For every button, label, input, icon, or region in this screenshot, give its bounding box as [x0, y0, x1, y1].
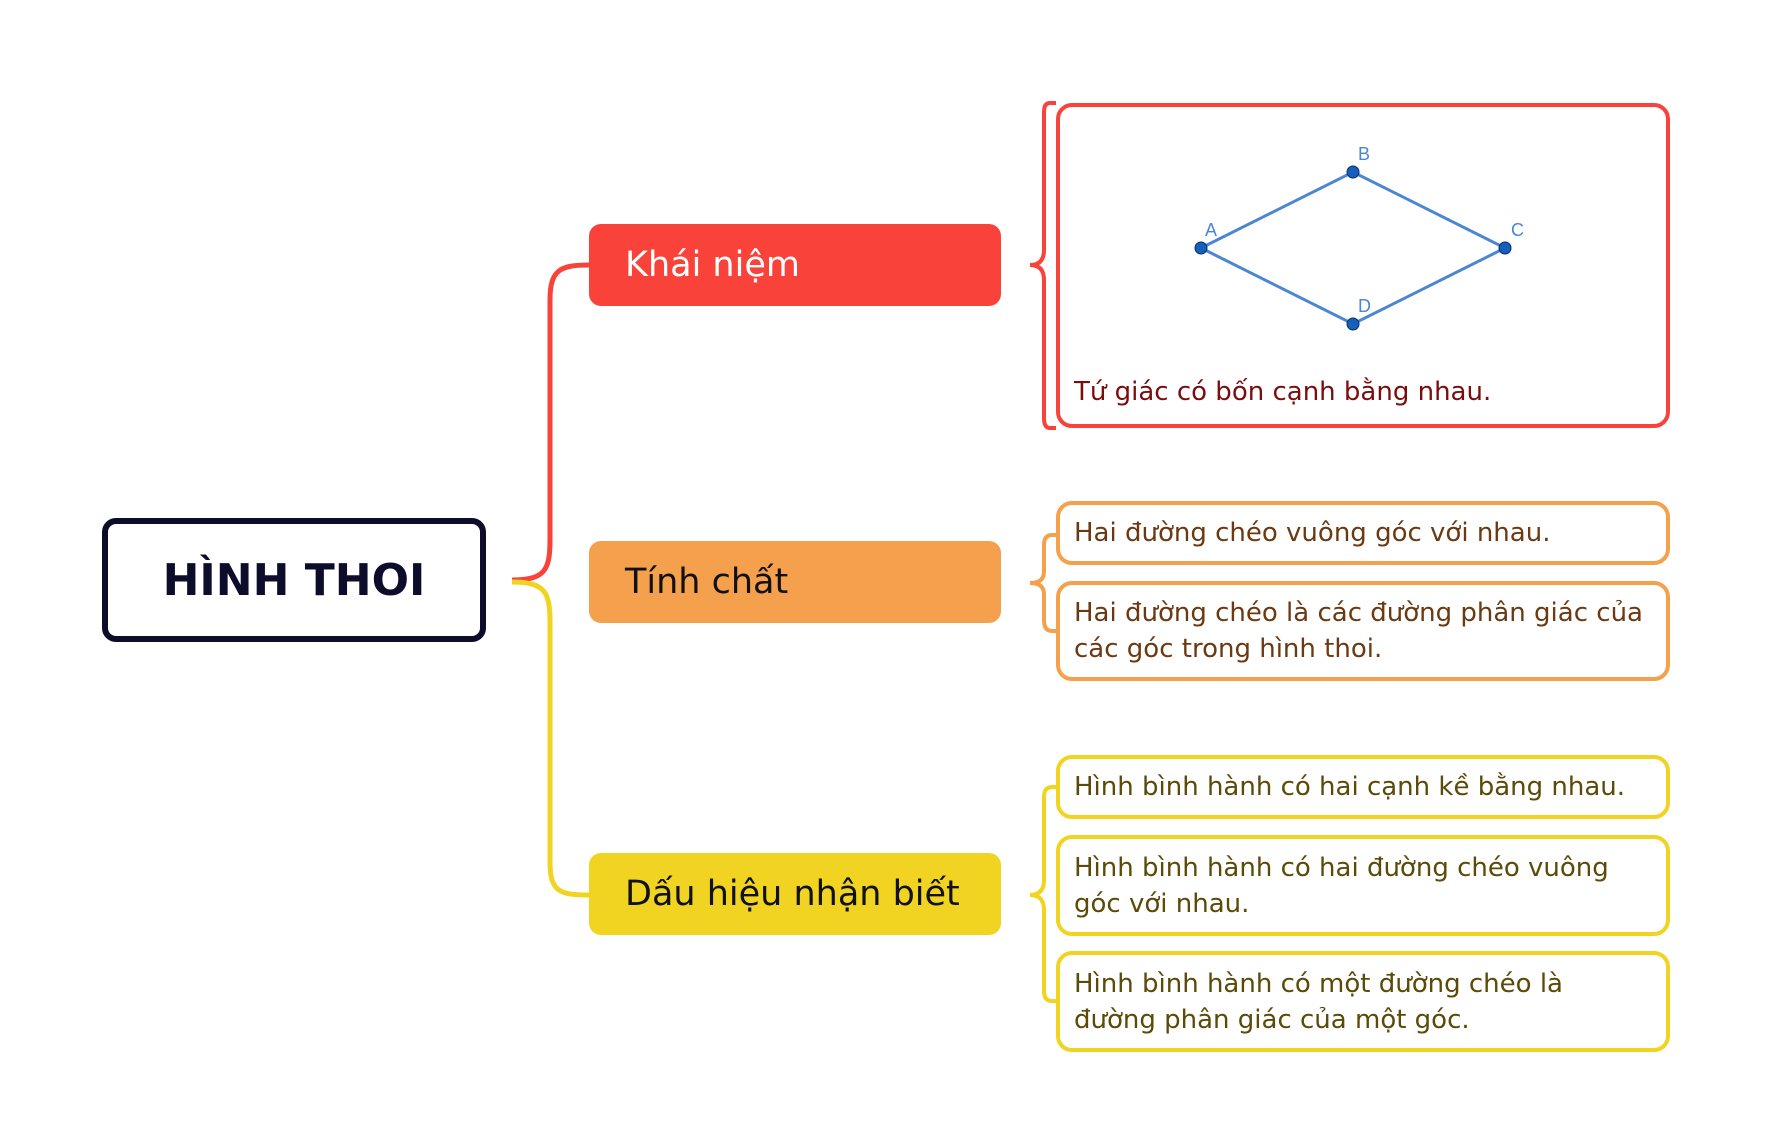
detail-sign-3[interactable]: Hình bình hành có một đường chéo là đườn…: [1056, 951, 1670, 1052]
label-a: A: [1205, 220, 1217, 240]
detail-text: Hình bình hành có hai cạnh kề bằng nhau.: [1074, 772, 1626, 802]
label-d: D: [1358, 296, 1371, 316]
detail-sign-2[interactable]: Hình bình hành có hai đường chéo vuông g…: [1056, 835, 1670, 936]
connector-red: [511, 262, 590, 583]
root-node[interactable]: HÌNH THOI: [102, 518, 486, 642]
point-b: [1346, 165, 1360, 179]
branch-label: Dấu hiệu nhận biết: [625, 874, 960, 914]
detail-text: Hai đường chéo vuông góc với nhau.: [1074, 518, 1551, 548]
label-b: B: [1358, 144, 1370, 164]
branch-tinh-chat[interactable]: Tính chất: [589, 541, 1001, 623]
rhombus-shape: [1197, 170, 1509, 326]
detail-text: Hình bình hành có một đường chéo là đườn…: [1074, 968, 1563, 1035]
detail-text: Hai đường chéo là các đường phân giác củ…: [1074, 598, 1643, 664]
connector-yellow: [511, 579, 590, 898]
detail-property-2[interactable]: Hai đường chéo là các đường phân giác củ…: [1056, 581, 1670, 681]
detail-text: Tứ giác có bốn cạnh bằng nhau.: [1074, 377, 1492, 407]
root-title: HÌNH THOI: [162, 554, 426, 606]
branch-label: Tính chất: [625, 562, 789, 602]
brace-orange: [1029, 533, 1056, 633]
label-c: C: [1511, 220, 1524, 240]
detail-text: Hình bình hành có hai đường chéo vuông g…: [1074, 852, 1609, 919]
branch-label: Khái niệm: [625, 245, 800, 285]
branch-dau-hieu[interactable]: Dấu hiệu nhận biết: [589, 853, 1001, 935]
point-c: [1498, 241, 1512, 255]
branch-khai-niem[interactable]: Khái niệm: [589, 224, 1001, 306]
detail-sign-1[interactable]: Hình bình hành có hai cạnh kề bằng nhau.: [1056, 755, 1670, 819]
detail-property-1[interactable]: Hai đường chéo vuông góc với nhau.: [1056, 501, 1670, 565]
brace-yellow: [1029, 785, 1056, 1003]
point-a: [1194, 241, 1208, 255]
point-d: [1346, 317, 1360, 331]
detail-definition[interactable]: Tứ giác có bốn cạnh bằng nhau.: [1056, 103, 1670, 428]
brace-red: [1029, 101, 1056, 430]
